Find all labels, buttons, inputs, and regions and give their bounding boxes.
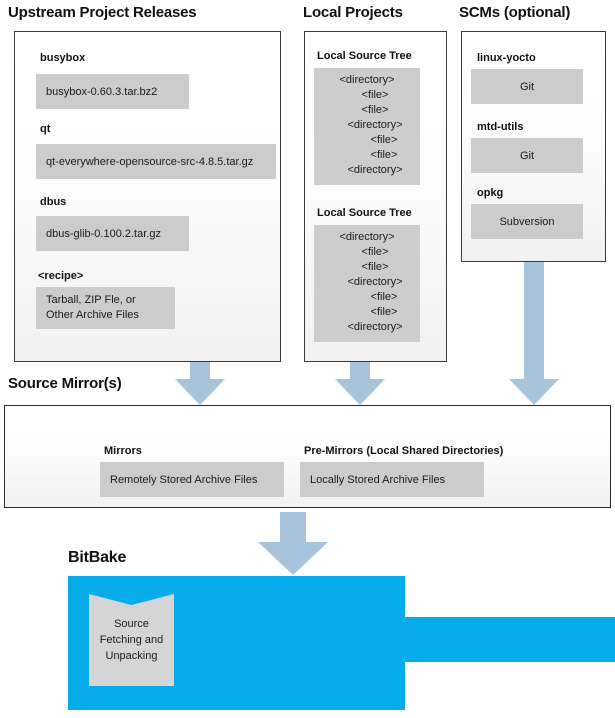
upstream-section-title: Upstream Project Releases bbox=[8, 4, 197, 21]
bitbake-extension-band bbox=[405, 617, 615, 662]
arrow-head bbox=[258, 542, 328, 575]
source-mirror-section-title: Source Mirror(s) bbox=[8, 375, 122, 392]
source-mirror-item-label-pre-mirrors: Pre-Mirrors (Local Shared Directories) bbox=[304, 445, 504, 457]
upstream-item-value-recipe: Tarball, ZIP Fle, or Other Archive Files bbox=[36, 287, 175, 329]
local-projects-section-title: Local Projects bbox=[303, 4, 403, 21]
tree-node: <directory> bbox=[339, 74, 395, 86]
tree-node: <directory> bbox=[347, 119, 403, 131]
tree-node: <file> bbox=[370, 306, 398, 318]
source-mirror-item-value-mirrors: Remotely Stored Archive Files bbox=[100, 462, 284, 497]
tree-node: <directory> bbox=[347, 321, 403, 333]
scms-section-title: SCMs (optional) bbox=[459, 4, 571, 21]
tree-node: <file> bbox=[361, 104, 389, 116]
arrow-shaft bbox=[524, 262, 544, 382]
local-source-tree-label-2: Local Source Tree bbox=[317, 207, 412, 219]
source-mirror-item-value-pre-mirrors: Locally Stored Archive Files bbox=[300, 462, 484, 497]
upstream-item-value-qt: qt-everywhere-opensource-src-4.8.5.tar.g… bbox=[36, 144, 276, 179]
arrow-local-projects-to-mirror bbox=[335, 362, 385, 405]
arrow-head bbox=[175, 379, 225, 405]
scms-item-value-linux-yocto: Git bbox=[471, 69, 583, 104]
tree-node: <file> bbox=[370, 134, 398, 146]
upstream-item-label-busybox: busybox bbox=[40, 52, 86, 64]
tree-node: <file> bbox=[361, 246, 389, 258]
arrow-mirror-to-bitbake bbox=[258, 512, 328, 577]
upstream-item-label-recipe: <recipe> bbox=[38, 270, 84, 282]
scms-item-value-opkg: Subversion bbox=[471, 204, 583, 239]
bitbake-section-title: BitBake bbox=[68, 549, 127, 566]
upstream-item-label-qt: qt bbox=[40, 123, 51, 135]
tree-node: <file> bbox=[370, 291, 398, 303]
chevron-line-1: Source bbox=[114, 618, 149, 630]
local-source-tree-2: <directory> <file> <file> <directory> <f… bbox=[314, 225, 420, 342]
tree-node: <file> bbox=[370, 149, 398, 161]
arrow-head bbox=[509, 379, 559, 405]
source-fetching-and-unpacking-box: Source Fetching and Unpacking bbox=[89, 594, 174, 686]
arrow-shaft bbox=[190, 362, 210, 382]
tree-node: <file> bbox=[361, 261, 389, 273]
recipe-value-line-1: Tarball, ZIP Fle, or bbox=[46, 294, 136, 306]
tree-node: <file> bbox=[361, 89, 389, 101]
scms-item-label-linux-yocto: linux-yocto bbox=[477, 52, 536, 64]
arrow-upstream-to-mirror bbox=[175, 362, 225, 405]
arrow-shaft bbox=[350, 362, 370, 382]
arrow-shaft bbox=[280, 512, 306, 547]
tree-node: <directory> bbox=[347, 164, 403, 176]
chevron-text: Source Fetching and Unpacking bbox=[89, 616, 174, 664]
chevron-line-3: Unpacking bbox=[105, 650, 158, 662]
scms-item-label-opkg: opkg bbox=[477, 187, 504, 199]
tree-node: <directory> bbox=[347, 276, 403, 288]
local-source-tree-label-1: Local Source Tree bbox=[317, 50, 412, 62]
scms-item-label-mtd-utils: mtd-utils bbox=[477, 121, 524, 133]
source-mirror-item-label-mirrors: Mirrors bbox=[104, 445, 142, 457]
local-source-tree-1: <directory> <file> <file> <directory> <f… bbox=[314, 68, 420, 185]
scms-item-value-mtd-utils: Git bbox=[471, 138, 583, 173]
arrow-scms-to-mirror bbox=[509, 262, 559, 405]
upstream-item-label-dbus: dbus bbox=[40, 196, 67, 208]
chevron-line-2: Fetching and bbox=[99, 634, 164, 646]
upstream-item-value-dbus: dbus-glib-0.100.2.tar.gz bbox=[36, 216, 189, 251]
arrow-head bbox=[335, 379, 385, 405]
upstream-item-value-busybox: busybox-0.60.3.tar.bz2 bbox=[36, 74, 189, 109]
recipe-value-line-2: Other Archive Files bbox=[46, 309, 139, 321]
tree-node: <directory> bbox=[339, 231, 395, 243]
